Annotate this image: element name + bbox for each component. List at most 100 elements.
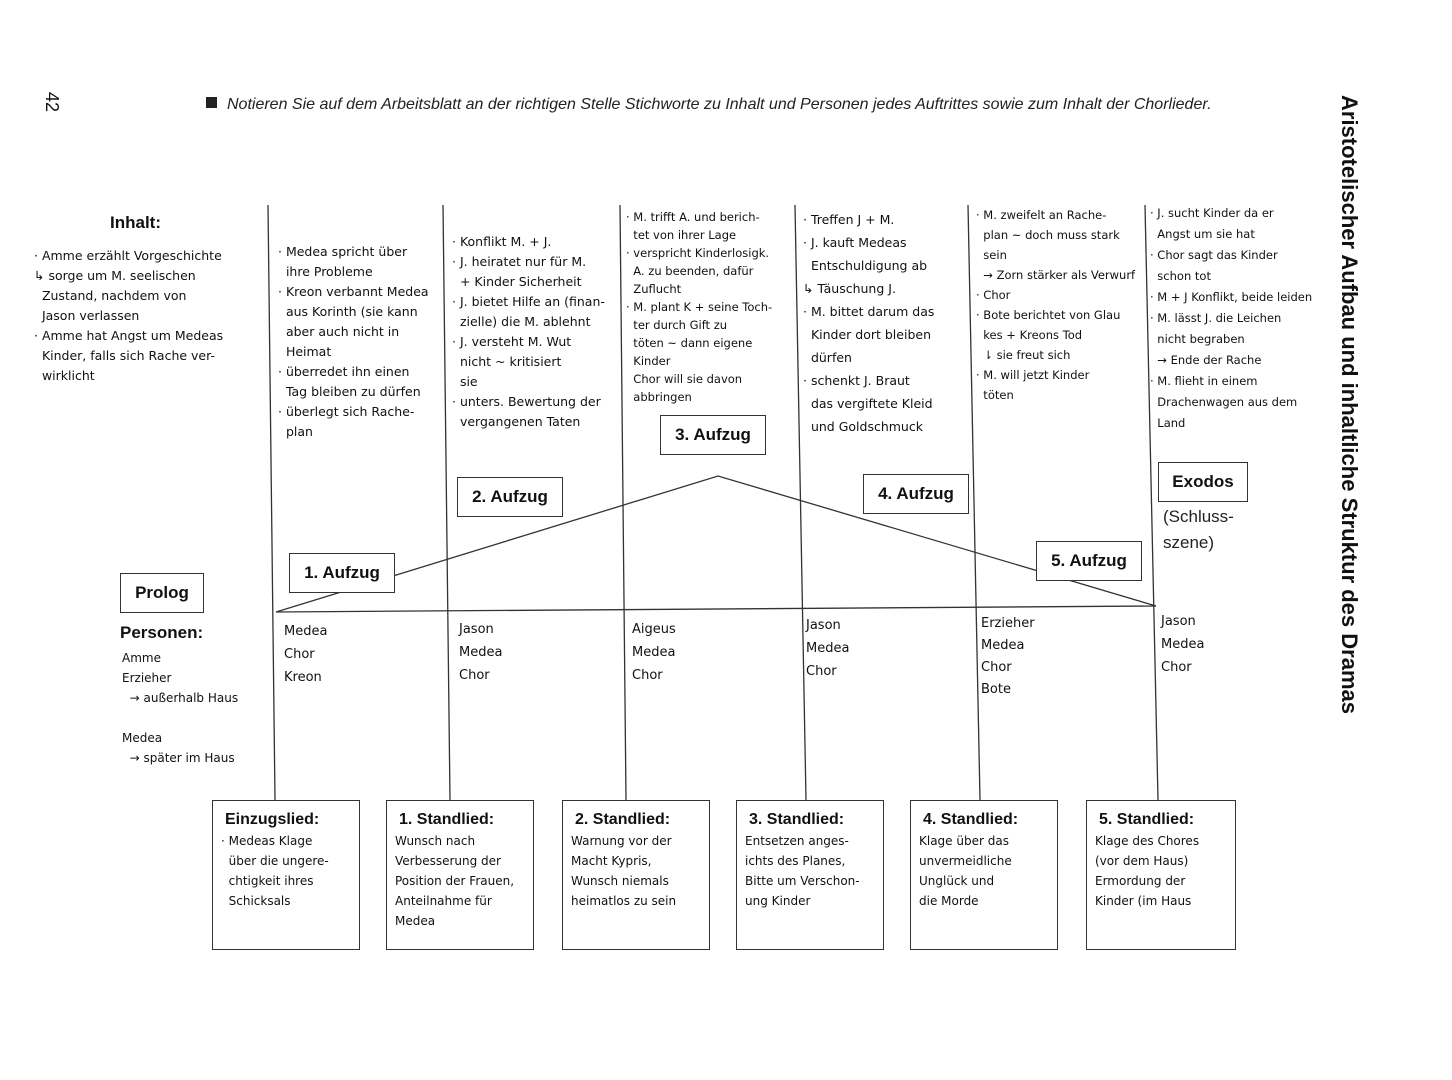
text-line: Aigeus (632, 622, 676, 637)
text-line: ↳ sorge um M. seelischen (34, 268, 196, 283)
text-line: · J. kauft Medeas (803, 235, 907, 250)
inhalt-aufzug-4: · Treffen J + M. · J. kauft Medeas Entsch… (803, 208, 971, 438)
text-line: + Kinder Sicherheit (452, 274, 582, 289)
text-line: · Medea spricht über (278, 244, 408, 259)
text-line: Medea (284, 624, 328, 639)
text-line: → außerhalb Haus (122, 691, 239, 705)
text-line: · Amme hat Angst um Medeas (34, 328, 224, 343)
text-line: Medea (459, 645, 503, 660)
text-line: Medea (806, 641, 850, 656)
text-line: · überredet ihn einen (278, 364, 410, 379)
text-line: · M. trifft A. und berich- (626, 210, 760, 224)
text-line: Kinder dort bleiben (803, 327, 931, 342)
text-line: → später im Haus (122, 751, 235, 765)
text-line: Ermordung der (1095, 874, 1186, 888)
song-title: 5. Standlied: (1099, 811, 1195, 828)
text-line: ↳ Täuschung J. (803, 281, 896, 296)
text-line: ichts des Planes, (745, 854, 846, 868)
text-line: Erzieher (122, 671, 172, 685)
text-line: (vor dem Haus) (1095, 854, 1189, 868)
divider-line (967, 204, 981, 801)
song-standlied-4: 4. Standlied: Klage über das unvermeidlic… (910, 800, 1058, 950)
text-line: Warnung vor der (571, 834, 672, 848)
text-line (122, 708, 272, 728)
text-line: Verbesserung der (395, 854, 501, 868)
text-line: tet von ihrer Lage (626, 228, 737, 242)
text-line: die Morde (919, 894, 979, 908)
text-line: · M. bittet darum das (803, 304, 935, 319)
text-line: plan ~ doch muss stark (976, 228, 1120, 242)
divider-line (794, 204, 807, 801)
text-line: Klage über das (919, 834, 1009, 848)
personen-label: Personen: (120, 623, 204, 642)
text-line: Chor (284, 647, 315, 662)
aufzug-3-box: 3. Aufzug (660, 415, 766, 455)
inhalt-exodos: · J. sucht Kinder da er Angst um sie hat… (1150, 203, 1328, 434)
text-line: aber auch nicht in (278, 324, 400, 339)
text-line: unvermeidliche (919, 854, 1012, 868)
text-line: aus Korinth (sie kann (278, 304, 418, 319)
song-text: Entsetzen anges-ichts des Planes,Bitte u… (745, 831, 877, 911)
inhalt-aufzug-1: · Medea spricht über ihre Probleme· Kreo… (278, 242, 444, 442)
text-line: · Chor (976, 288, 1011, 302)
divider-line (442, 204, 451, 801)
song-text: Klage des Chores (vor dem Haus) Ermordung … (1095, 831, 1229, 911)
text-line: · überlegt sich Rache- (278, 404, 415, 419)
text-line: · M. zweifelt an Rache- (976, 208, 1107, 222)
divider-line (1144, 204, 1159, 801)
text-line: · Treffen J + M. (803, 212, 895, 227)
text-line: · J. bietet Hilfe an (finan- (452, 294, 605, 309)
text-line: töten (976, 388, 1014, 402)
song-einzugslied: Einzugslied: · Medeas Klage über die ung… (212, 800, 360, 950)
text-line: Klage des Chores (1095, 834, 1200, 848)
text-line: Amme (122, 651, 161, 665)
exodos-box: Exodos (1158, 462, 1248, 502)
text-line: · J. versteht M. Wut (452, 334, 572, 349)
text-line: Anteilnahme für (395, 894, 492, 908)
song-title: 4. Standlied: (923, 811, 1019, 828)
text-line: Macht Kypris, (571, 854, 652, 868)
text-line: Bote (981, 682, 1011, 697)
text-line: · J. heiratet nur für M. (452, 254, 587, 269)
text-line: · J. sucht Kinder da er (1150, 206, 1274, 220)
text-line: · M. lässt J. die Leichen (1150, 311, 1282, 325)
text-line: Jason verlassen (34, 308, 140, 323)
song-title: 1. Standlied: (399, 811, 495, 828)
text-line: chtigkeit ihres (221, 874, 314, 888)
text-line: · Amme erzählt Vorgeschichte (34, 248, 222, 263)
text-line: → Zorn stärker als Verwurf (976, 268, 1136, 282)
text-line: Chor (1161, 660, 1192, 675)
text-line: → Ende der Rache (1150, 353, 1262, 367)
text-line: · Kreon verbannt Medea (278, 284, 429, 299)
base-line (275, 605, 1157, 613)
text-line: Kreon (284, 670, 322, 685)
text-line: · Bote berichtet von Glau (976, 308, 1121, 322)
text-line: · M. plant K + seine Toch- (626, 300, 773, 314)
divider-line (267, 204, 276, 801)
text-line: Entschuldigung ab (803, 258, 928, 273)
text-line: · verspricht Kinderlosigk. (626, 246, 770, 260)
text-line: Unglück und (919, 874, 995, 888)
text-line: zielle) die M. ablehnt (452, 314, 591, 329)
text-line: nicht ~ kritisiert (452, 354, 562, 369)
text-line: Position der Frauen, (395, 874, 515, 888)
text-line: dürfen (803, 350, 852, 365)
text-line: A. zu beenden, dafür (626, 264, 754, 278)
text-line: Chor (981, 660, 1012, 675)
text-line: Jason (806, 618, 841, 633)
text-line: wirklicht (34, 368, 95, 383)
inhalt-aufzug-5: · M. zweifelt an Rache- plan ~ doch muss… (976, 205, 1148, 405)
text-line: Erzieher (981, 616, 1035, 631)
text-line: Land (1150, 416, 1186, 430)
text-line: · Konflikt M. + J. (452, 234, 552, 249)
instruction-text: Notieren Sie auf dem Arbeitsblatt an der… (206, 92, 1266, 117)
